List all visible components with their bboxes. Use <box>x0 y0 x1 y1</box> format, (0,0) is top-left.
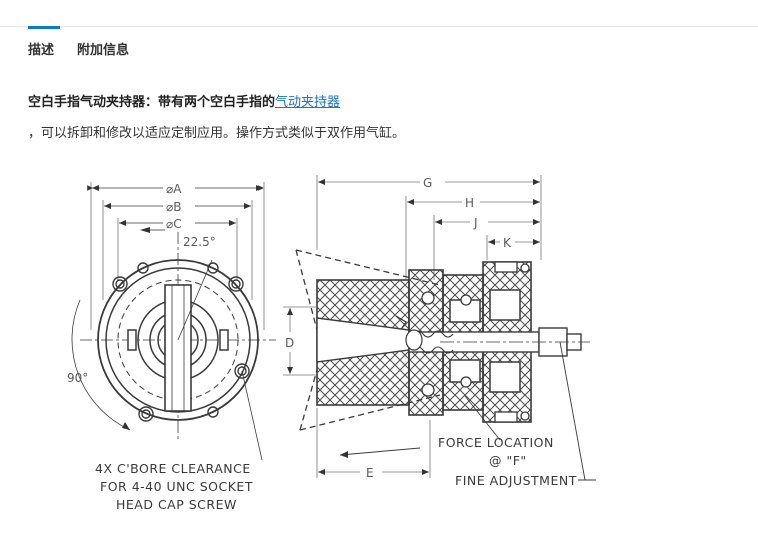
force-note-line2: @ "F" <box>489 453 527 468</box>
description-lead: 空白手指气动夹持器：带有两个空白手指的 <box>28 95 276 110</box>
tab-bar: 描述 附加信息 <box>0 26 758 61</box>
tab-description[interactable]: 描述 <box>28 43 55 58</box>
dim-d-label: D <box>285 336 294 350</box>
description-body: ，可以拆卸和修改以适应定制应用。操作方式类似于双作用气缸。 <box>28 126 406 141</box>
angle-90-label: 90° <box>67 371 88 385</box>
cbore-note-line3: HEAD CAP SCREW <box>116 497 237 512</box>
dim-c-label: ⌀C <box>166 217 182 231</box>
dim-e-label: E <box>366 466 374 480</box>
front-view <box>71 182 276 461</box>
force-note-line1: FORCE LOCATION <box>438 435 554 450</box>
side-view <box>283 175 596 481</box>
active-tab-indicator <box>28 26 60 29</box>
description-heading: 空白手指气动夹持器：带有两个空白手指的气动夹持器 <box>28 91 340 110</box>
dim-b-label: ⌀B <box>166 200 181 214</box>
dim-g-label: G <box>423 176 432 190</box>
angle-22-5-label: 22.5° <box>183 235 216 249</box>
fine-adjustment-note: FINE ADJUSTMENT <box>455 473 577 488</box>
dim-k-label: K <box>503 236 512 250</box>
dim-a-label: ⌀A <box>166 182 182 196</box>
gripper-link[interactable]: 气动夹持器 <box>275 95 341 110</box>
dim-j-label: J <box>473 216 478 230</box>
cbore-note-line2: FOR 4-40 UNC SOCKET <box>100 479 253 494</box>
cbore-note-line1: 4X C'BORE CLEARANCE <box>95 461 251 476</box>
tab-additional-info[interactable]: 附加信息 <box>77 43 130 58</box>
dim-h-label: H <box>465 196 474 210</box>
